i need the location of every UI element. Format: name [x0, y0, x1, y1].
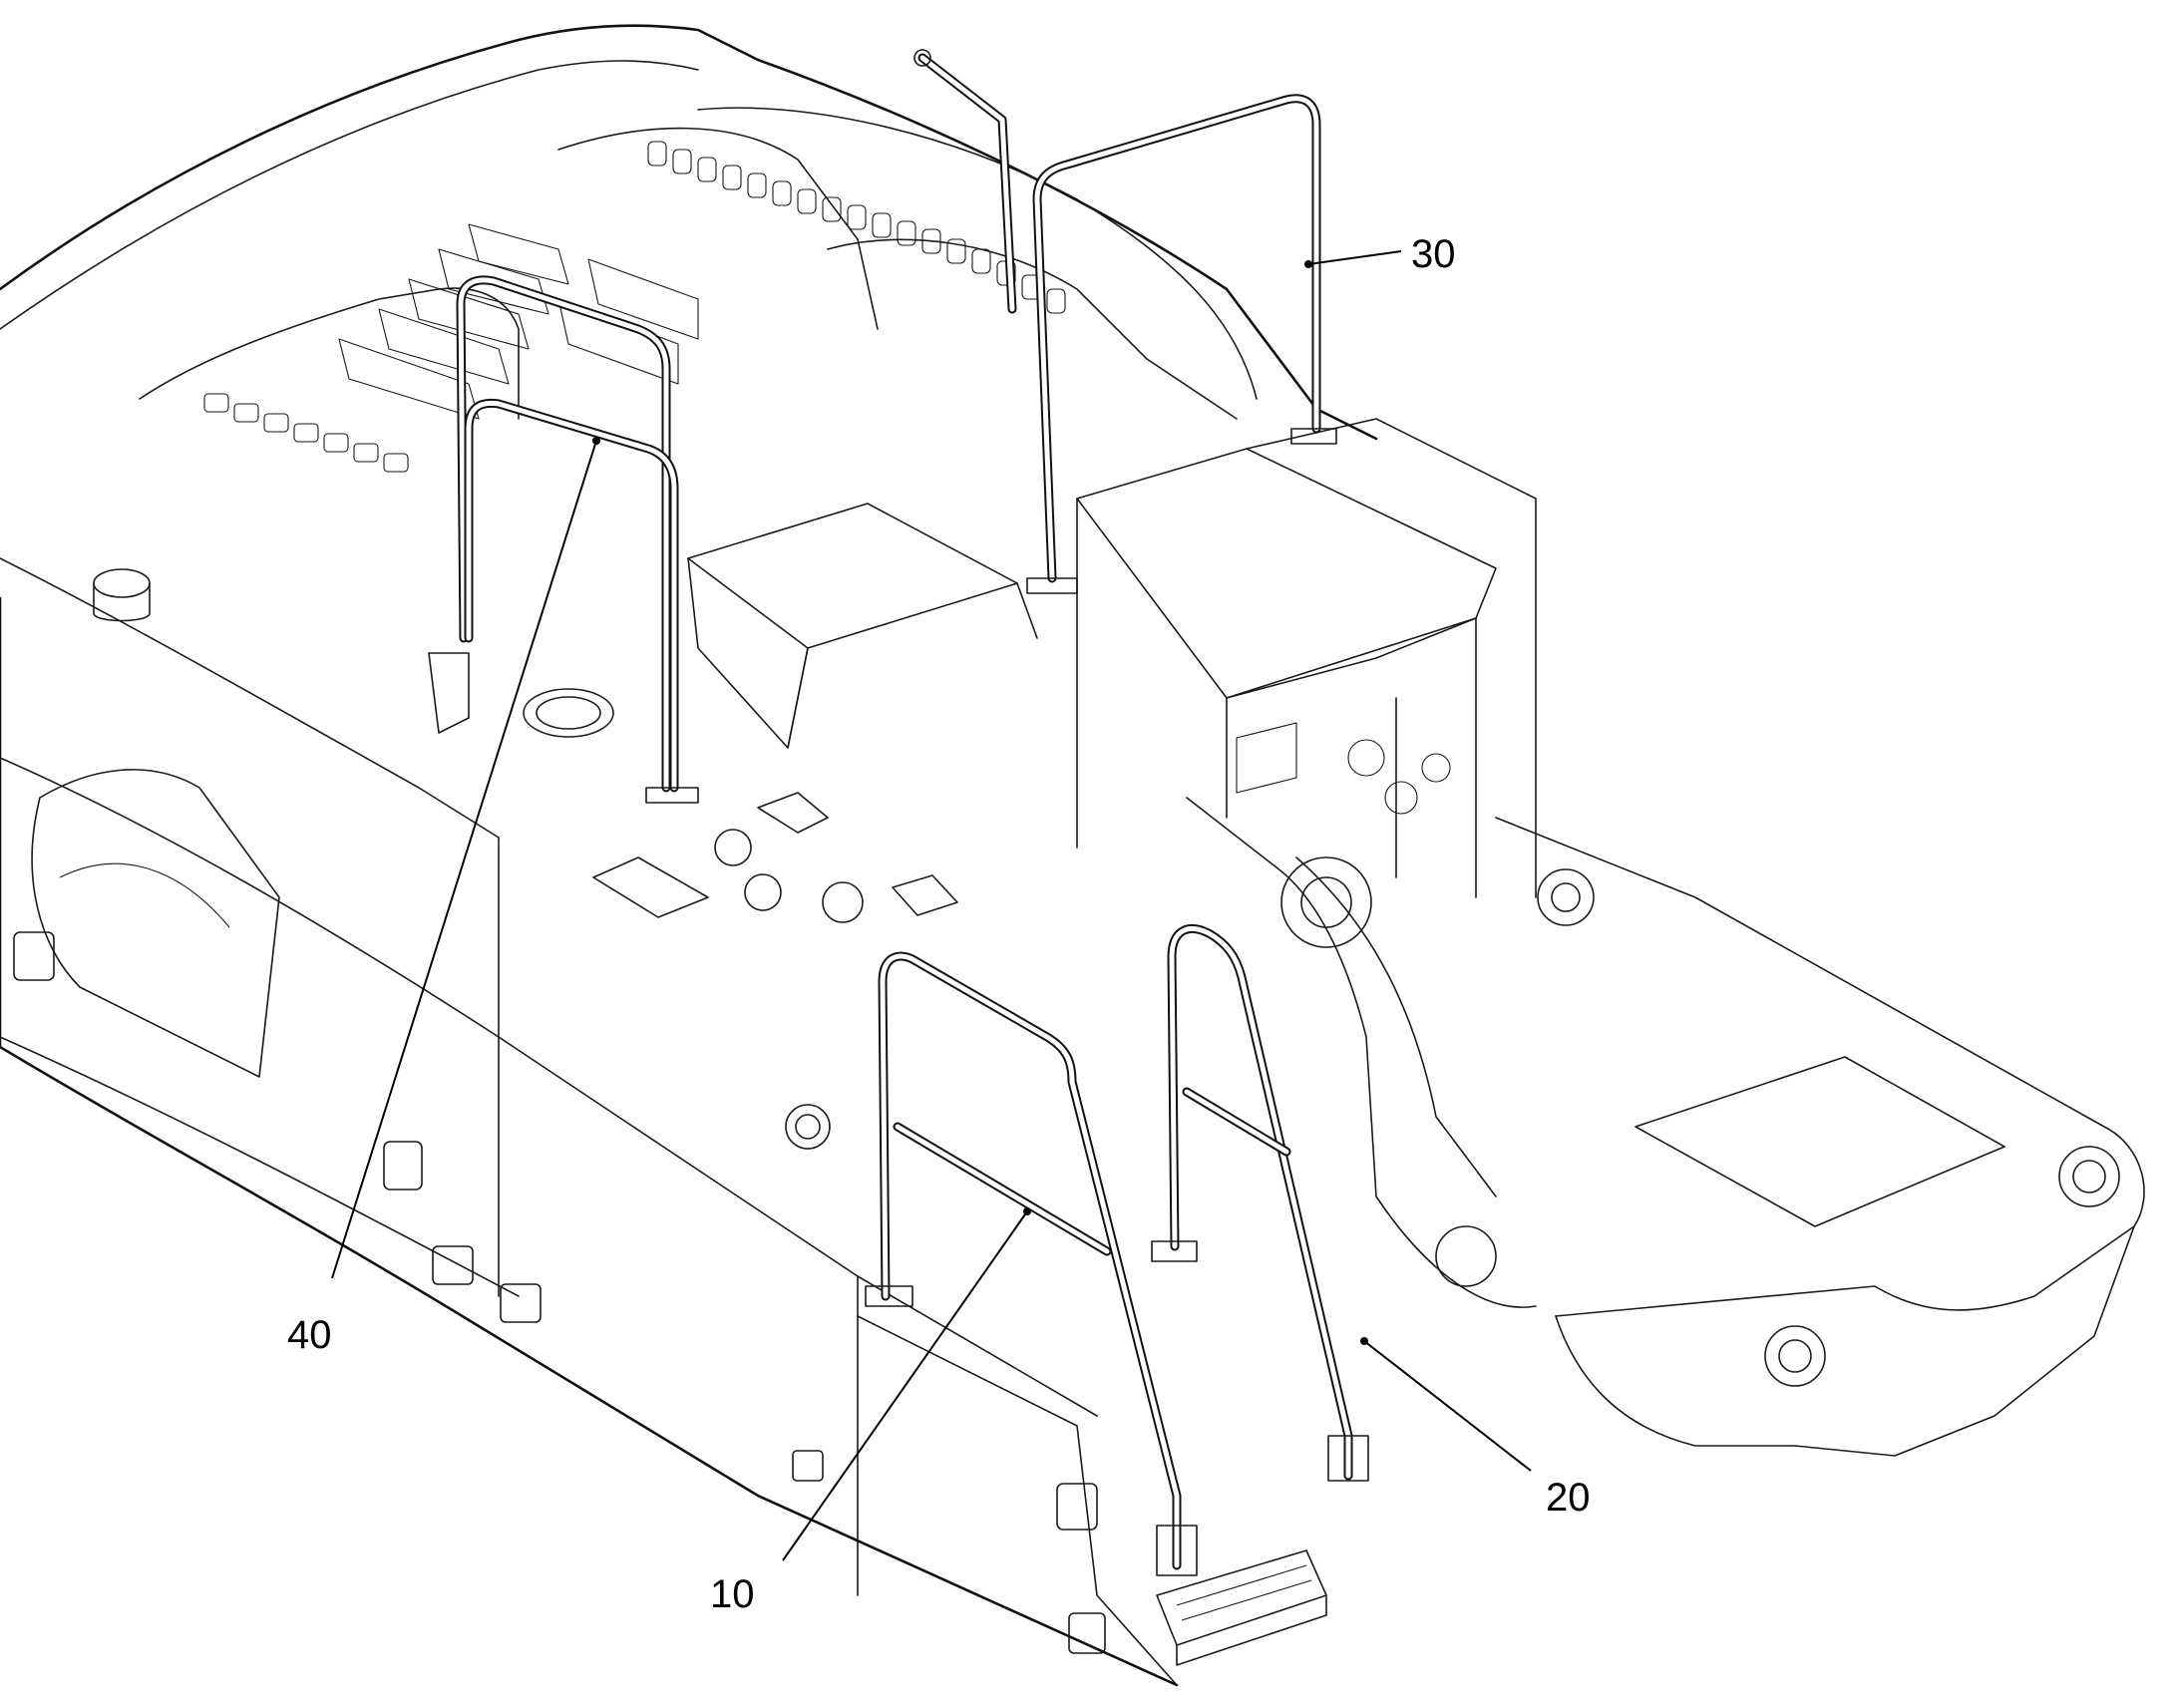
deck-details — [93, 568, 958, 1150]
leader-30 — [1307, 250, 1402, 265]
callout-10: 10 — [710, 1572, 755, 1616]
leader-10-dot — [1023, 1207, 1031, 1215]
front-frame — [1495, 817, 2145, 1457]
callout-leaders — [331, 250, 1532, 1561]
hood-louvres — [203, 141, 1066, 473]
leader-20-dot — [1360, 1337, 1368, 1345]
handrail-20 — [1151, 924, 1369, 1482]
leader-20 — [1363, 1340, 1532, 1472]
callout-40: 40 — [287, 1313, 332, 1357]
handrail-40 — [428, 275, 699, 804]
callout-30: 30 — [1411, 232, 1456, 276]
boom-foot-bracket — [1186, 797, 1537, 1308]
leader-40-dot — [592, 437, 600, 445]
handrail-30 — [1026, 94, 1337, 594]
leader-10 — [782, 1210, 1028, 1561]
mirror-post — [913, 49, 1017, 314]
access-step — [1156, 1549, 1327, 1666]
cab-base-frame — [1076, 418, 1537, 898]
callout-labels: 10 20 30 40 — [287, 232, 1591, 1616]
tool-box — [687, 503, 1038, 749]
callout-20: 20 — [1546, 1476, 1591, 1520]
handrail-10 — [865, 951, 1198, 1576]
leader-40 — [331, 440, 597, 1279]
leader-30-dot — [1304, 260, 1312, 268]
upper-structure-body — [0, 24, 1378, 1687]
